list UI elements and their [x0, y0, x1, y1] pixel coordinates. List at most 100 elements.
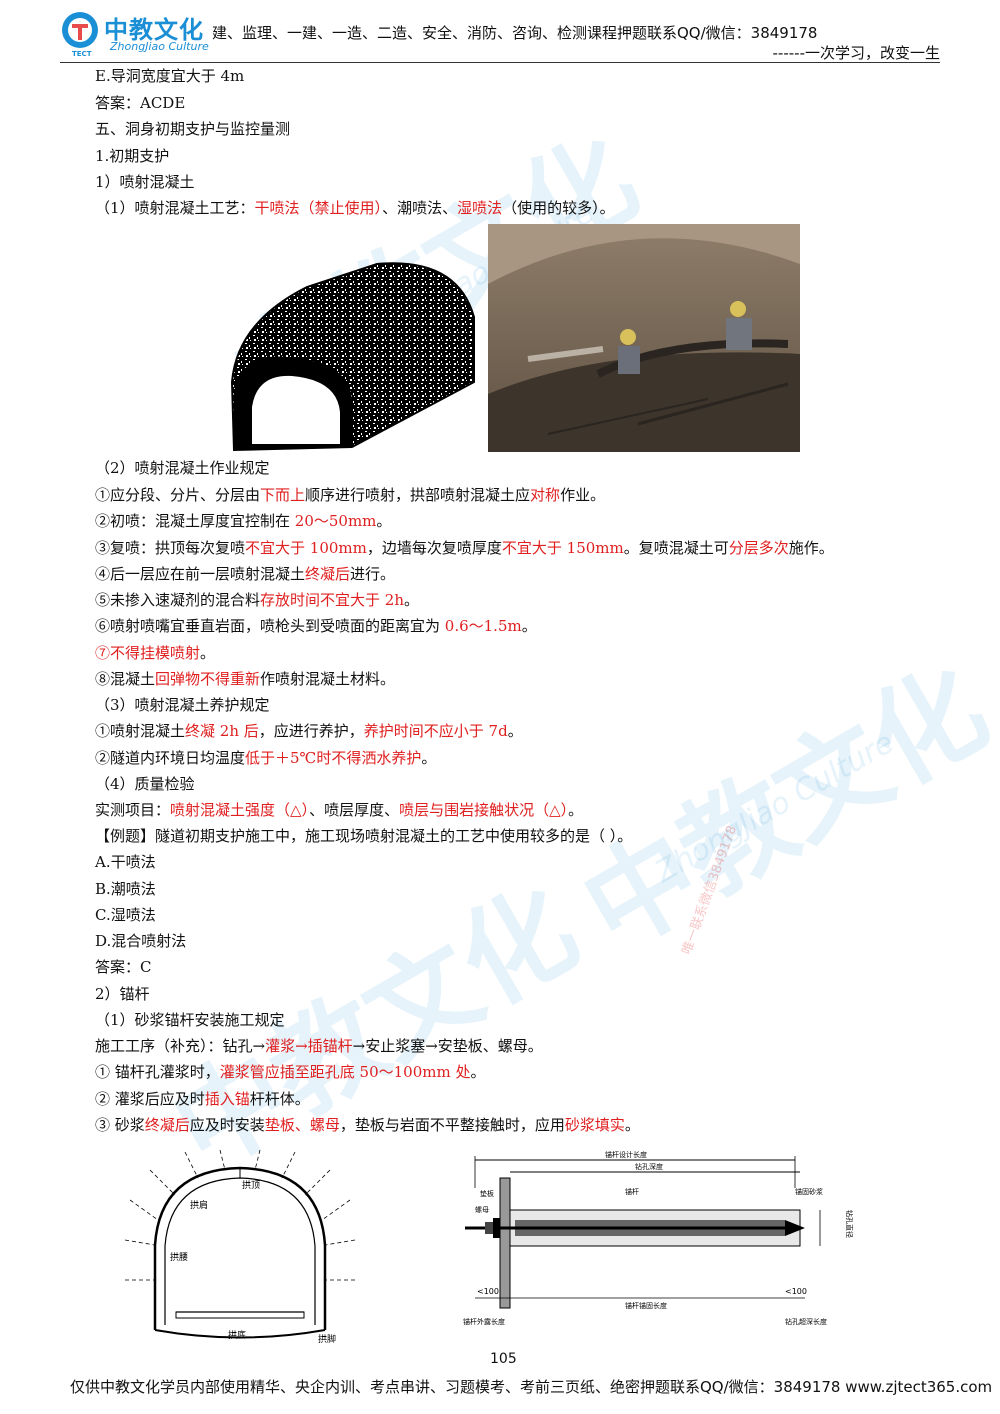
highlight-text: 喷层与围岩接触状况（△） [399, 801, 569, 819]
text-line: ①应分段、分片、分层由下而上顺序进行喷射，拱部喷射混凝土应对称作业。 [95, 485, 605, 505]
shotcrete-work-photo [488, 224, 800, 452]
text-line: ②隧道内环境日均温度低于＋5℃时不得洒水养护。 [95, 748, 436, 768]
label-invert: 拱底 [228, 1329, 246, 1341]
text-segment: B.潮喷法 [95, 880, 156, 898]
company-logo: 中教文化 ZhongJiao Culture TECT [60, 8, 210, 62]
logo-chinese: 中教文化 [104, 16, 204, 44]
shotcrete-tunnel-diagram [230, 262, 475, 452]
label-foot: 拱脚 [318, 1333, 336, 1344]
text-segment: ④后一层应在前一层喷射混凝土 [95, 565, 306, 583]
text-segment: 。 [521, 617, 537, 635]
text-segment: 1）喷射混凝土 [95, 173, 195, 191]
header-slogan: ------一次学习，改变一生 [772, 44, 940, 62]
text-segment: →安止浆塞→安垫板、螺母。 [352, 1037, 543, 1055]
text-segment: 作业。 [560, 486, 606, 504]
text-line: ⑧混凝土回弹物不得重新作喷射混凝土材料。 [95, 669, 395, 689]
globe-icon [62, 12, 98, 48]
text-segment: ① 锚杆孔灌浆时， [95, 1063, 220, 1081]
text-line: C.湿喷法 [95, 905, 156, 925]
mortar-bolt-diagram: 锚杆设计长度 钻孔深度 垫板 螺母 锚杆 锚固砂浆 钻孔直径 <100 <100… [463, 1150, 854, 1326]
label-hole-depth: 钻孔深度 [635, 1162, 663, 1171]
text-segment: D.混合喷射法 [95, 932, 187, 950]
highlight-text: 干喷法（禁止使用） [254, 199, 383, 217]
logo-english: ZhongJiao Culture [110, 40, 209, 53]
text-segment: 。 [507, 722, 523, 740]
text-segment: ⑥喷射喷嘴宜垂直岩面，喷枪头到受喷面的距离宜为 [95, 617, 445, 635]
text-segment: ，边墙每次复喷厚度 [366, 539, 502, 557]
text-segment: 杆杆体。 [249, 1090, 310, 1108]
label-nut: 螺母 [475, 1205, 489, 1214]
label-rod: 锚杆 [625, 1187, 639, 1196]
highlight-text: 插入锚 [204, 1090, 250, 1108]
highlight-text: 终凝 2h 后 [185, 722, 259, 740]
text-segment: ⑧混凝土 [95, 670, 156, 688]
highlight-text: 终凝后 [144, 1116, 190, 1134]
highlight-text: 下而上 [260, 486, 306, 504]
highlight-text: 砂浆填实 [564, 1116, 625, 1134]
text-line: （2）喷射混凝土作业规定 [95, 458, 270, 478]
text-segment: E.导洞宽度宜大于 4m [95, 67, 245, 85]
text-line: 答案：ACDE [95, 93, 185, 113]
text-segment: 【例题】隧道初期支护施工中，施工现场喷射混凝土的工艺中使用较多的是（ ）。 [95, 827, 633, 845]
text-segment: ②隧道内环境日均温度 [95, 749, 246, 767]
text-segment: ，应进行养护， [258, 722, 364, 740]
text-line: ⑥喷射喷嘴宜垂直岩面，喷枪头到受喷面的距离宜为 0.6～1.5m。 [95, 616, 537, 636]
text-line: ④后一层应在前一层喷射混凝土终凝后进行。 [95, 564, 395, 584]
text-segment: 。 [421, 749, 437, 767]
label-mortar: 锚固砂浆 [795, 1187, 823, 1196]
text-line: ⑦不得挂模喷射。 [95, 643, 215, 663]
highlight-text: 湿喷法 [457, 199, 503, 217]
label-exposed-length: 锚杆外露长度 [463, 1317, 505, 1326]
label-waist: 拱腰 [170, 1251, 188, 1263]
text-line: ③ 砂浆终凝后应及时安装垫板、螺母，垫板与岩面不平整接触时，应用砂浆填实。 [95, 1115, 640, 1135]
text-segment: ③ 砂浆 [95, 1116, 145, 1134]
text-segment: ③复喷：拱顶每次复喷 [95, 539, 246, 557]
logo-tect: TECT [72, 50, 92, 58]
text-line: 五、洞身初期支护与监控量测 [95, 119, 290, 139]
text-segment: 。 [624, 1116, 640, 1134]
text-line: （3）喷射混凝土养护规定 [95, 695, 270, 715]
watermark-text: ZhongJiao Culture [649, 725, 901, 890]
text-line: ① 锚杆孔灌浆时，灌浆管应插至距孔底 50～100mm 处。 [95, 1062, 486, 1082]
watermark-logo: 中教文化 [562, 643, 1000, 975]
text-segment: ②初喷：混凝土厚度宜控制在 [95, 512, 295, 530]
text-segment: 1.初期支护 [95, 147, 170, 165]
header-divider [60, 62, 940, 63]
highlight-text: 回弹物不得重新 [155, 670, 261, 688]
highlight-text: 0.6～1.5m [444, 617, 522, 635]
highlight-text: 低于＋5℃时不得洒水养护 [245, 749, 422, 767]
text-line: （1）喷射混凝土工艺：干喷法（禁止使用）、潮喷法、湿喷法（使用的较多）。 [95, 198, 615, 218]
text-segment: （3）喷射混凝土养护规定 [95, 696, 270, 714]
text-segment: 答案：C [95, 958, 152, 976]
text-segment: 。 [470, 1063, 486, 1081]
text-line: （1）砂浆锚杆安装施工规定 [95, 1010, 285, 1030]
highlight-text: 灌浆管应插至距孔底 50～100mm 处 [219, 1063, 471, 1081]
text-segment: （2）喷射混凝土作业规定 [95, 459, 270, 477]
text-segment: A.干喷法 [95, 853, 156, 871]
highlight-text: ⑦不得挂模喷射 [95, 644, 201, 662]
label-shoulder: 拱肩 [190, 1199, 208, 1211]
text-segment: 、潮喷法、 [382, 199, 458, 217]
label-right-dim: <100 [785, 1287, 807, 1296]
text-segment: 、喷层厚度、 [309, 801, 400, 819]
highlight-text: 垫板、螺母 [264, 1116, 340, 1134]
text-segment: ①应分段、分片、分层由 [95, 486, 261, 504]
text-line: 2）锚杆 [95, 984, 150, 1004]
text-segment: 施工工序（补充）：钻孔→ [95, 1037, 266, 1055]
text-segment: 作喷射混凝土材料。 [260, 670, 396, 688]
highlight-text: 喷射混凝土强度（△） [170, 801, 310, 819]
text-segment: 答案：ACDE [95, 94, 186, 112]
text-line: ①喷射混凝土终凝 2h 后，应进行养护，养护时间不应小于 7d。 [95, 721, 523, 741]
highlight-text: 终凝后 [305, 565, 351, 583]
text-segment: 2）锚杆 [95, 985, 150, 1003]
label-left-dim: <100 [477, 1287, 499, 1296]
text-line: ⑤未掺入速凝剂的混合料存放时间不宜大于 2h。 [95, 590, 419, 610]
highlight-text: 养护时间不应小于 7d [363, 722, 508, 740]
text-line: D.混合喷射法 [95, 931, 186, 951]
text-segment: （1）砂浆锚杆安装施工规定 [95, 1011, 285, 1029]
highlight-text: 存放时间不宜大于 2h [260, 591, 404, 609]
highlight-text: 分层多次 [728, 539, 789, 557]
label-hole-dia: 钻孔直径 [845, 1210, 854, 1238]
text-line: ② 灌浆后应及时插入锚杆杆体。 [95, 1089, 310, 1109]
text-segment: 。复喷混凝土可 [623, 539, 729, 557]
